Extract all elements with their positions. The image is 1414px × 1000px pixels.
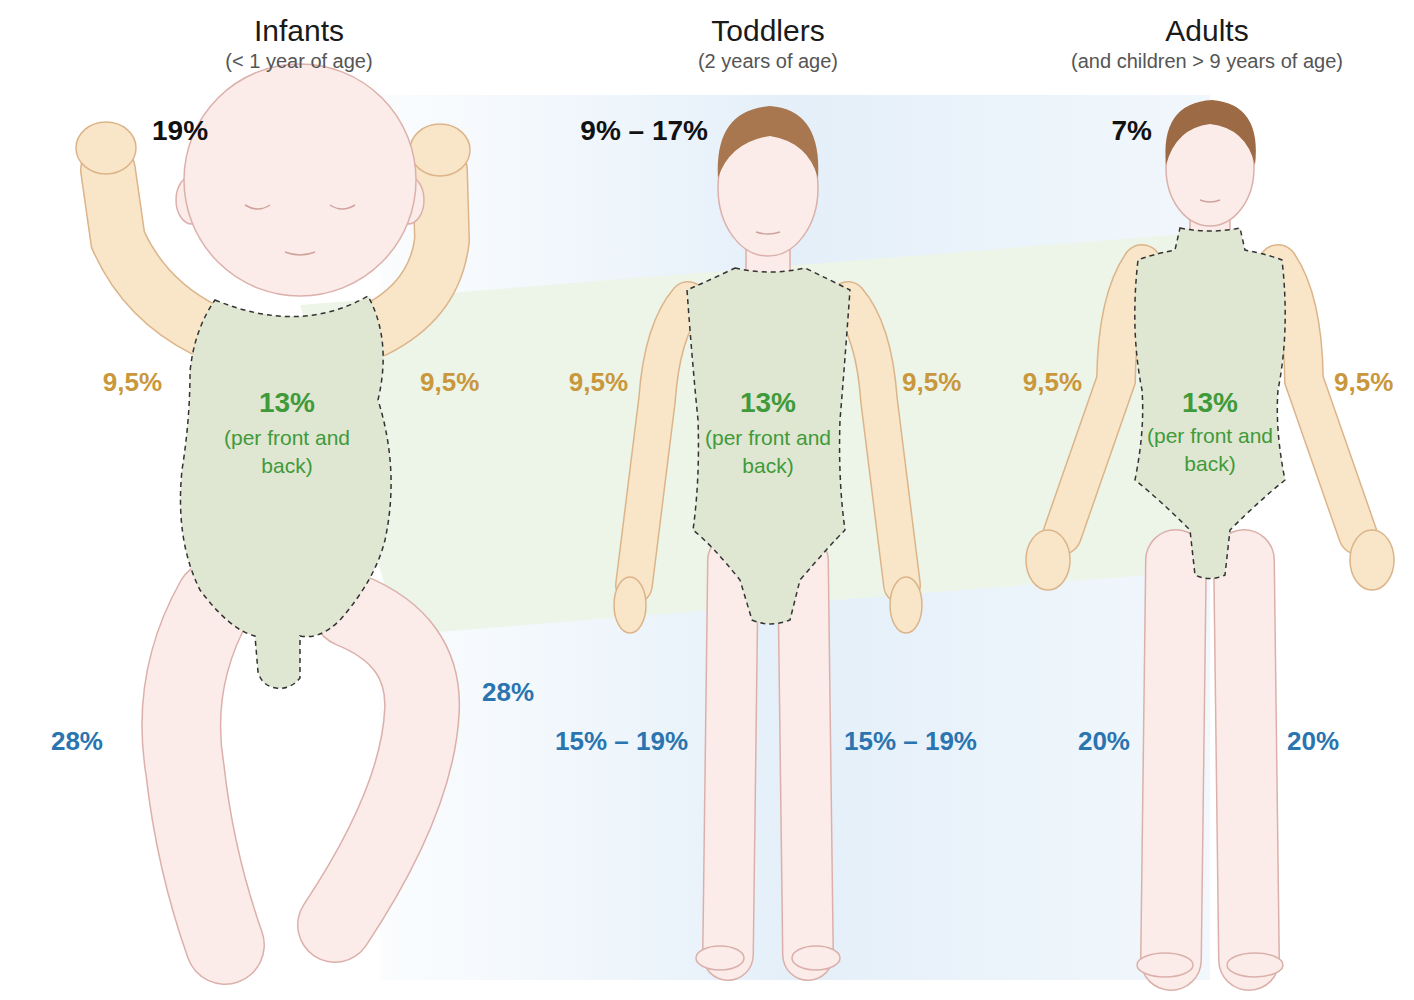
torso-region: 13% (per front and back) [680,262,855,632]
infant-figure [76,64,470,945]
column-heading: Infants [254,14,344,49]
torso-percentage: 13% [219,386,355,420]
leg-percentage: 28% [482,678,534,708]
torso-region: 13%(per front and back) [1128,222,1293,584]
toddler-figure [614,106,922,970]
head-percentage: 9% – 17% [580,115,708,147]
torso-shape [180,296,391,688]
arm-percentage: 9,5% [1023,368,1082,398]
head-percentage: 7% [1112,115,1152,147]
arm-percentage: 9,5% [902,368,961,398]
torso-note: (per front and back) [700,424,836,481]
adult-figure [1026,100,1394,977]
leg-percentage: 15% – 19% [555,727,688,757]
torso-shape [687,268,850,624]
arm-percentage: 9,5% [103,368,162,398]
torso-note: (per front and back) [219,424,355,481]
torso-percentage: 13% [700,386,836,420]
arm-percentage: 9,5% [420,368,479,398]
torso-note: (per front and back) [1142,422,1278,479]
head-percentage: 19% [152,115,208,147]
arm-percentage: 9,5% [1334,368,1393,398]
torso-region: 13% (per front and back) [168,282,402,694]
leg-percentage: 28% [51,727,103,757]
leg-percentage: 20% [1287,727,1339,757]
torso-percentage: 13% [1142,386,1278,420]
torso-outline [168,282,402,694]
torso-shape [1135,228,1285,579]
column-heading: Toddlers [711,14,824,49]
arm-percentage: 9,5% [569,368,628,398]
age-subheading: (< 1 year of age) [225,50,372,73]
column-heading: Adults [1165,14,1248,49]
age-subheading: (2 years of age) [698,50,838,73]
leg-percentage: 15% – 19% [844,727,977,757]
leg-percentage: 20% [1078,727,1130,757]
age-subheading: (and children > 9 years of age) [1071,50,1343,73]
